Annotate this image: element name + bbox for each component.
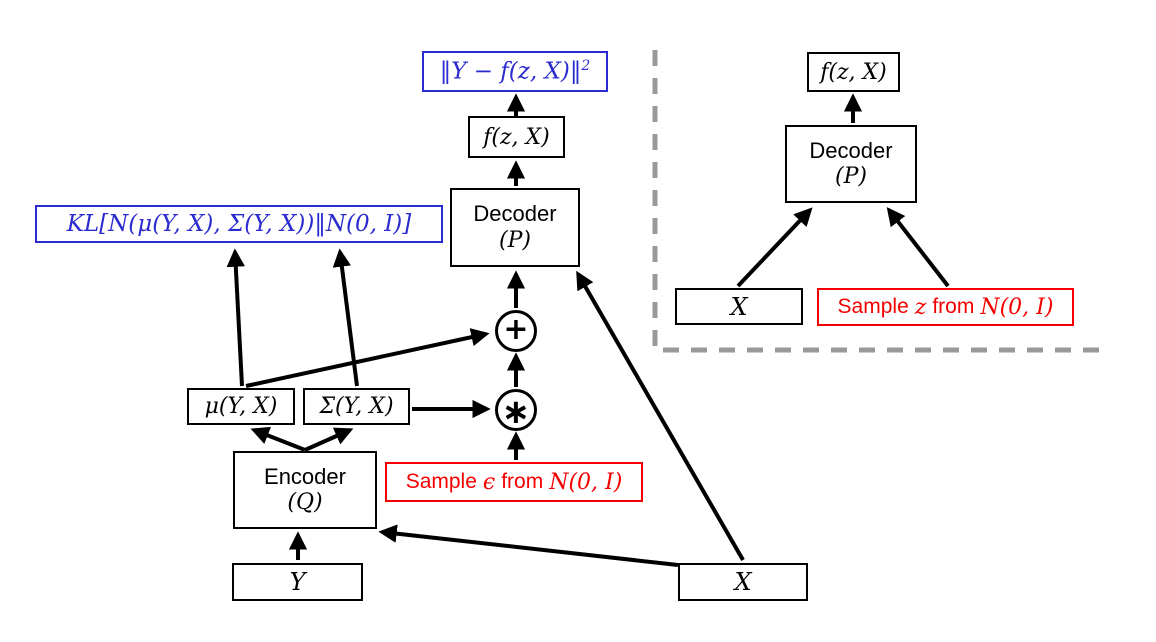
sigma-box: Σ(Y, X) [303,388,410,425]
sample-z-connector: from [932,295,975,318]
encoder-label: Encoder [264,463,346,489]
sample-z-variable: z [914,294,927,320]
decoder-param: (P) [499,227,531,253]
f-output-box: f(z, X) [468,116,565,158]
edge-sigma-to-kl-loss [332,248,359,387]
edge-x-to-decoder [576,270,745,561]
mu-label: μ(Y, X) [204,394,278,419]
sample-epsilon-variable: ϵ [482,469,496,495]
asterisk-icon: ∗ [501,392,531,432]
decoder-label: Decoder [473,201,557,227]
sample-z-distribution: N(0, I) [980,294,1054,320]
encoder-param: (Q) [287,490,323,515]
sample-epsilon-connector: from [501,470,544,493]
f-output-label-test: f(z, X) [820,59,887,85]
sigma-label: Σ(Y, X) [319,394,394,419]
reconstruction-loss-exponent: 2 [581,58,591,75]
kl-loss-box: KL[N(μ(Y, X), Σ(Y, X))‖N(0, I)] [35,205,443,243]
f-output-box-test: f(z, X) [807,52,900,92]
edge-x-to-decoder-test [736,207,813,288]
decoder-box: Decoder (P) [450,188,580,267]
y-input-label: Y [289,568,306,596]
decoder-param-test: (P) [835,164,867,189]
sample-epsilon-box: Sample ϵ from N(0, I) [385,462,643,502]
sample-z-prefix: Sample [837,295,909,318]
reconstruction-loss-expr: ‖Y − f(z, X)‖ [439,58,582,85]
edge-encoder-to-mu [250,426,306,452]
decoder-label-test: Decoder [809,137,893,163]
edge-z-to-decoder-test [886,207,950,288]
multiply-node: ∗ [495,389,537,431]
edge-mu-to-kl-loss [226,248,245,387]
edge-x-to-encoder [378,524,679,567]
decoder-box-test: Decoder (P) [785,125,917,203]
plus-icon: + [503,311,529,347]
x-input-label: X [734,568,752,596]
kl-loss-expr: KL[N(μ(Y, X), Σ(Y, X))‖N(0, I)] [66,211,412,237]
encoder-box: Encoder (Q) [233,451,377,529]
f-output-label: f(z, X) [483,124,550,150]
panel-divider-dashed-line [652,50,1110,353]
edge-encoder-to-sigma [304,427,354,452]
sample-epsilon-prefix: Sample [405,470,477,493]
x-input-label-test: X [730,292,748,321]
sample-epsilon-distribution: N(0, I) [549,469,623,495]
plus-node: + [495,310,537,352]
reconstruction-loss-box: ‖Y − f(z, X)‖2 [422,51,608,92]
x-input-box: X [678,563,808,601]
x-input-box-test: X [675,288,803,325]
y-input-box: Y [232,563,363,601]
edge-mu-to-plus [245,328,490,388]
sample-z-box: Sample z from N(0, I) [817,288,1074,326]
mu-box: μ(Y, X) [187,388,295,425]
